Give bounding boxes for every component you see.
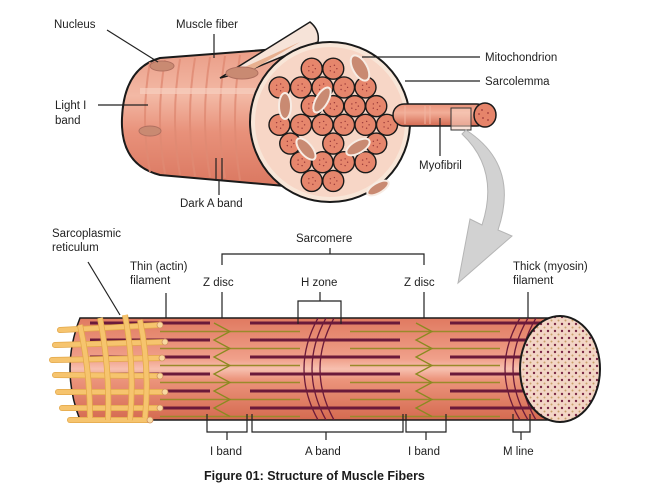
label-z-disc-right: Z disc [404,277,435,289]
myofibril-circle [365,94,388,118]
nucleus [225,66,259,80]
label-light-i-band-line1: Light I [55,100,86,112]
label-sarcoplasmic-reticulum-line2: reticulum [52,242,99,254]
bottom-labels: Sarcoplasmic reticulum Thin (actin) fila… [52,228,588,458]
myofibril-circle [311,113,334,137]
myofibril-circle [332,113,356,137]
myofibril-circle [300,57,323,80]
myofibril-circle [343,94,366,118]
z-discs [212,322,434,418]
h-zone-rings [303,318,335,420]
muscle-fiber-illustration [120,21,497,203]
zoom-arrow-icon [457,129,513,285]
myofibril-detail-illustration [49,314,601,424]
label-z-disc-left: Z disc [203,277,234,289]
label-thin-filament-line1: Thin (actin) [130,261,188,273]
zoom-box [450,107,472,131]
nucleus [138,125,162,137]
label-sarcoplasmic-reticulum-line1: Sarcoplasmic [52,228,121,240]
top-labels: Nucleus Muscle fiber Light I band Dark A… [54,19,557,210]
label-i-band-right: I band [408,446,440,458]
myofibril-rod [392,102,497,131]
label-thick-filament-line2: filament [513,275,554,287]
label-sarcomere: Sarcomere [296,233,352,245]
label-muscle-fiber: Muscle fiber [176,19,238,31]
myofibril-circle [375,113,399,137]
myofibril-circle [332,76,356,99]
figure-caption: Figure 01: Structure of Muscle Fibers [204,469,425,483]
label-nucleus: Nucleus [54,19,96,31]
label-myofibril: Myofibril [419,160,462,172]
z-disc-zigzag [414,322,434,418]
myofibril-circle [289,76,313,99]
nucleus [149,60,175,72]
myofibril-end-cap [519,315,601,423]
myofibril-cross-sections [268,57,399,193]
myofibril-body [69,317,551,421]
label-m-line: M line [503,446,534,458]
myofibril-circle [354,151,377,174]
myofibril-circle [322,57,345,80]
mitochondria [278,54,390,197]
z-disc-zigzag [212,322,232,418]
myofibril-circle [354,113,377,137]
myofibril-circle [289,113,313,137]
myofibril-circle [322,169,345,193]
myofibril-circle [300,169,323,193]
label-a-band: A band [305,446,341,458]
label-i-band-left: I band [210,446,242,458]
label-dark-a-band: Dark A band [180,198,243,210]
sarcoplasmic-reticulum [49,314,169,424]
label-thin-filament-line2: filament [130,275,171,287]
label-h-zone: H zone [301,277,337,289]
label-sarcolemma: Sarcolemma [485,76,550,88]
myofibril-circle [322,132,345,155]
label-light-i-band-line2: band [55,115,81,127]
label-thick-filament-line1: Thick (myosin) [513,261,588,273]
label-mitochondrion: Mitochondrion [485,52,557,64]
